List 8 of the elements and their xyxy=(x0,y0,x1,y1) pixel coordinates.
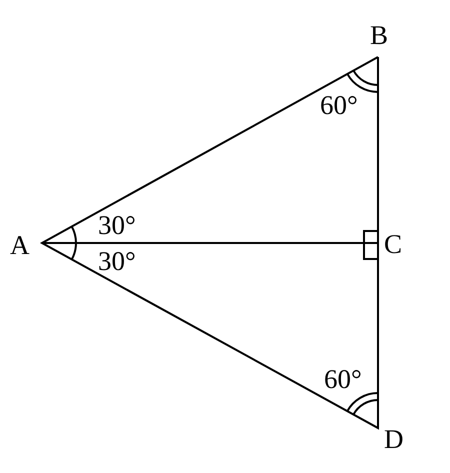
vertex-label: B xyxy=(370,22,388,49)
angle-label: 30° xyxy=(98,212,136,239)
angle-label: 30° xyxy=(98,248,136,275)
vertex-label: D xyxy=(384,426,404,453)
vertex-label: C xyxy=(384,231,402,258)
vertex-label: A xyxy=(10,232,30,259)
angle-label: 60° xyxy=(320,92,358,119)
angle-label: 60° xyxy=(324,366,362,393)
